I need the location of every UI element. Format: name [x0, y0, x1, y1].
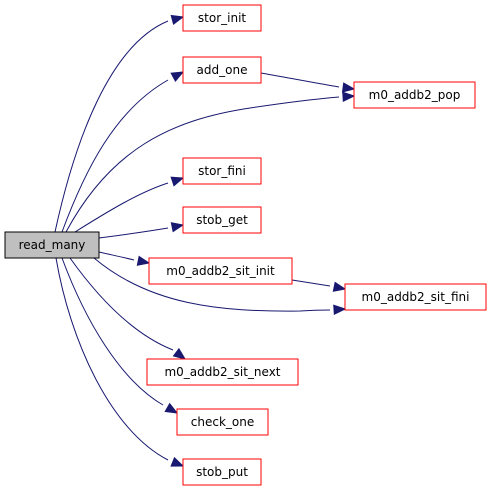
edge-read-many-to-check-one-arrowhead: [164, 402, 179, 414]
edge-read-many-to-m0-addb2-pop-arrowhead: [342, 91, 356, 102]
edge-read-many-to-add-one: [61, 79, 169, 233]
node-check-one-label: check_one: [191, 415, 254, 429]
node-m0-addb2-sit-init[interactable]: m0_addb2_sit_init: [148, 257, 293, 285]
node-stor-init[interactable]: stor_init: [182, 4, 262, 32]
edge-add-one-to-m0-addb2-pop: [260, 72, 340, 88]
edge-read-many-to-stor-fini: [74, 182, 169, 233]
edge-read-many-to-check-one: [61, 257, 164, 406]
node-add-one[interactable]: add_one: [182, 56, 262, 84]
edge-read-many-to-stob-get: [98, 227, 169, 239]
edge-read-many-to-stob-get-arrowhead: [170, 222, 185, 233]
edge-read-many-to-stob-put: [55, 257, 169, 461]
edge-read-many-to-stob-put-arrowhead: [170, 456, 185, 467]
node-check-one-box: [176, 408, 269, 436]
edge-read-many-to-stor-init-arrowhead: [170, 14, 185, 26]
node-m0-addb2-sit-fini-label: m0_addb2_sit_fini: [362, 290, 470, 304]
node-read-many[interactable]: read_many: [4, 231, 100, 259]
edge-read-many-to-m0-addb2-sit-fini-arrowhead: [333, 304, 347, 315]
node-m0-addb2-sit-next[interactable]: m0_addb2_sit_next: [146, 358, 299, 386]
edge-read-many-to-stor-fini-arrowhead: [170, 176, 185, 187]
node-m0-addb2-sit-init-box: [148, 257, 293, 285]
node-stob-get-box: [182, 206, 262, 234]
edge-add-one-to-m0-addb2-pop-arrowhead: [341, 82, 356, 93]
node-m0-addb2-sit-fini-box: [344, 283, 487, 311]
node-m0-addb2-sit-next-label: m0_addb2_sit_next: [164, 365, 280, 379]
node-add-one-label: add_one: [197, 63, 248, 77]
node-m0-addb2-sit-fini[interactable]: m0_addb2_sit_fini: [344, 283, 487, 311]
node-check-one[interactable]: check_one: [176, 408, 269, 436]
edge-read-many-to-m0-addb2-pop: [65, 96, 340, 233]
node-m0-addb2-pop-label: m0_addb2_pop: [369, 88, 461, 102]
node-m0-addb2-pop-box: [353, 81, 476, 109]
edge-read-many-to-m0-addb2-sit-init-arrowhead: [136, 255, 151, 266]
edge-read-many-to-m0-addb2-sit-init: [98, 251, 135, 261]
edge-read-many-to-add-one-arrowhead: [170, 71, 185, 83]
node-stob-get-label: stob_get: [196, 213, 248, 227]
node-stob-put-label: stob_put: [196, 465, 248, 479]
node-stob-get[interactable]: stob_get: [182, 206, 262, 234]
nodes-layer: read_many stor_init add_one m0_addb2_pop…: [4, 4, 487, 486]
edge-read-many-to-stor-init: [54, 20, 169, 233]
edge-read-many-to-m0-addb2-sit-next: [69, 257, 174, 351]
node-stob-put[interactable]: stob_put: [182, 458, 262, 486]
node-stob-put-box: [182, 458, 262, 486]
edge-m0-addb2-sit-init-to-m0-addb2-sit-fini-arrowhead: [332, 281, 347, 292]
edge-read-many-to-m0-addb2-sit-fini: [93, 257, 331, 312]
node-m0-addb2-sit-next-box: [146, 358, 299, 386]
edge-read-many-to-m0-addb2-sit-next-arrowhead: [172, 347, 187, 360]
node-read-many-box: [4, 231, 100, 259]
node-stor-init-label: stor_init: [198, 11, 247, 25]
node-stor-init-box: [182, 4, 262, 32]
node-m0-addb2-sit-init-label: m0_addb2_sit_init: [166, 264, 275, 278]
edges-layer: [54, 14, 356, 467]
edge-m0-addb2-sit-init-to-m0-addb2-sit-fini: [291, 279, 331, 287]
node-read-many-label: read_many: [19, 238, 86, 252]
node-stor-fini-box: [182, 157, 262, 185]
node-add-one-box: [182, 56, 262, 84]
node-stor-fini[interactable]: stor_fini: [182, 157, 262, 185]
node-m0-addb2-pop[interactable]: m0_addb2_pop: [353, 81, 476, 109]
node-stor-fini-label: stor_fini: [198, 164, 246, 178]
